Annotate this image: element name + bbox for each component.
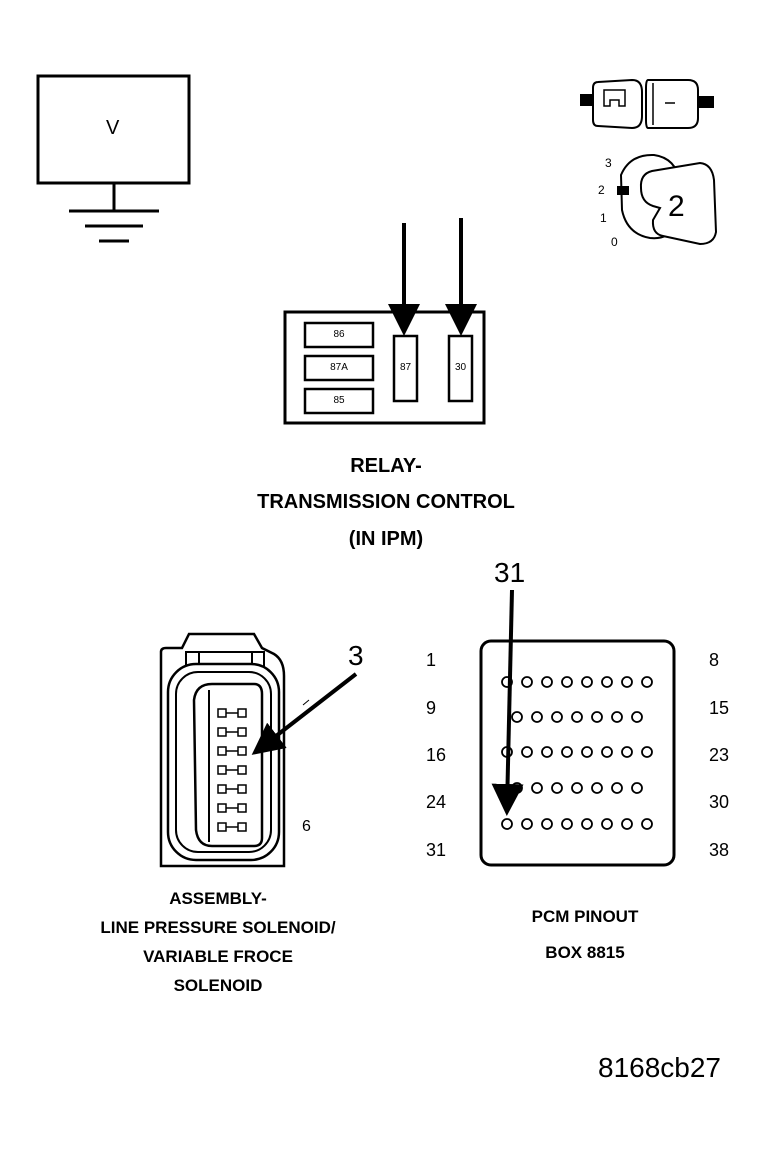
relay-title-line-1: RELAY- xyxy=(350,455,422,477)
relay-pin-30: 30 xyxy=(454,362,467,373)
pcm-pin-row-2 xyxy=(511,711,643,723)
ignition-key-position: 2 xyxy=(668,190,685,223)
pcm-pin-row-5 xyxy=(501,818,653,830)
ground-symbol xyxy=(69,209,159,243)
pcm-row-label-9: 9 xyxy=(426,698,437,718)
solenoid-title-line-1: ASSEMBLY- xyxy=(169,889,267,908)
voltmeter-symbol: V xyxy=(106,117,120,139)
pcm-row-label-15: 15 xyxy=(709,698,730,718)
pcm-pin-row-1 xyxy=(501,676,653,688)
relay-pin-86: 86 xyxy=(333,329,345,340)
ignition-switch-icon xyxy=(617,153,718,246)
pcm-title-line-2: BOX 8815 xyxy=(545,943,625,962)
ignition-position-0: 0 xyxy=(611,235,618,249)
relay-title-line-2: TRANSMISSION CONTROL xyxy=(257,491,515,513)
figure-id: 8168cb27 xyxy=(598,1052,722,1083)
pcm-row-label-38: 38 xyxy=(709,840,730,860)
pcm-pin-row-3 xyxy=(501,746,653,758)
relay-title-line-3: (IN IPM) xyxy=(348,528,424,550)
relay-pin-85: 85 xyxy=(333,395,345,406)
relay-pin-87: 87 xyxy=(399,362,412,373)
pcm-row-label-30: 30 xyxy=(709,792,730,812)
ignition-position-3: 3 xyxy=(605,156,612,170)
pcm-row-label-1: 1 xyxy=(426,650,437,670)
pcm-row-label-16: 16 xyxy=(426,745,447,765)
voltmeter xyxy=(36,74,191,211)
pcm-row-label-24: 24 xyxy=(426,792,447,812)
solenoid-title-line-4: SOLENOID xyxy=(173,976,263,995)
relay-pin-87a: 87A xyxy=(330,362,348,373)
ignition-position-2: 2 xyxy=(598,183,605,197)
tick-mark xyxy=(302,699,310,706)
callout-arrow-31 xyxy=(491,589,524,816)
pcm-row-label-23: 23 xyxy=(709,745,730,765)
solenoid-title-line-2: LINE PRESSURE SOLENOID/ xyxy=(100,918,336,937)
callout-arrow-3 xyxy=(251,672,358,755)
pcm-row-label-8: 8 xyxy=(709,650,720,670)
pcm-connector xyxy=(479,639,676,867)
solenoid-pins xyxy=(217,708,247,832)
solenoid-title-line-3: VARIABLE FROCE xyxy=(143,947,293,966)
solenoid-connector xyxy=(159,632,286,868)
connector-plug-icon xyxy=(580,78,714,130)
solenoid-callout-3: 3 xyxy=(348,640,364,671)
pcm-row-label-31: 31 xyxy=(426,840,447,860)
solenoid-pin-6: 6 xyxy=(302,818,311,835)
ignition-position-1: 1 xyxy=(600,211,607,225)
pcm-callout-31: 31 xyxy=(494,557,526,588)
pcm-title-line-1: PCM PINOUT xyxy=(531,907,639,926)
